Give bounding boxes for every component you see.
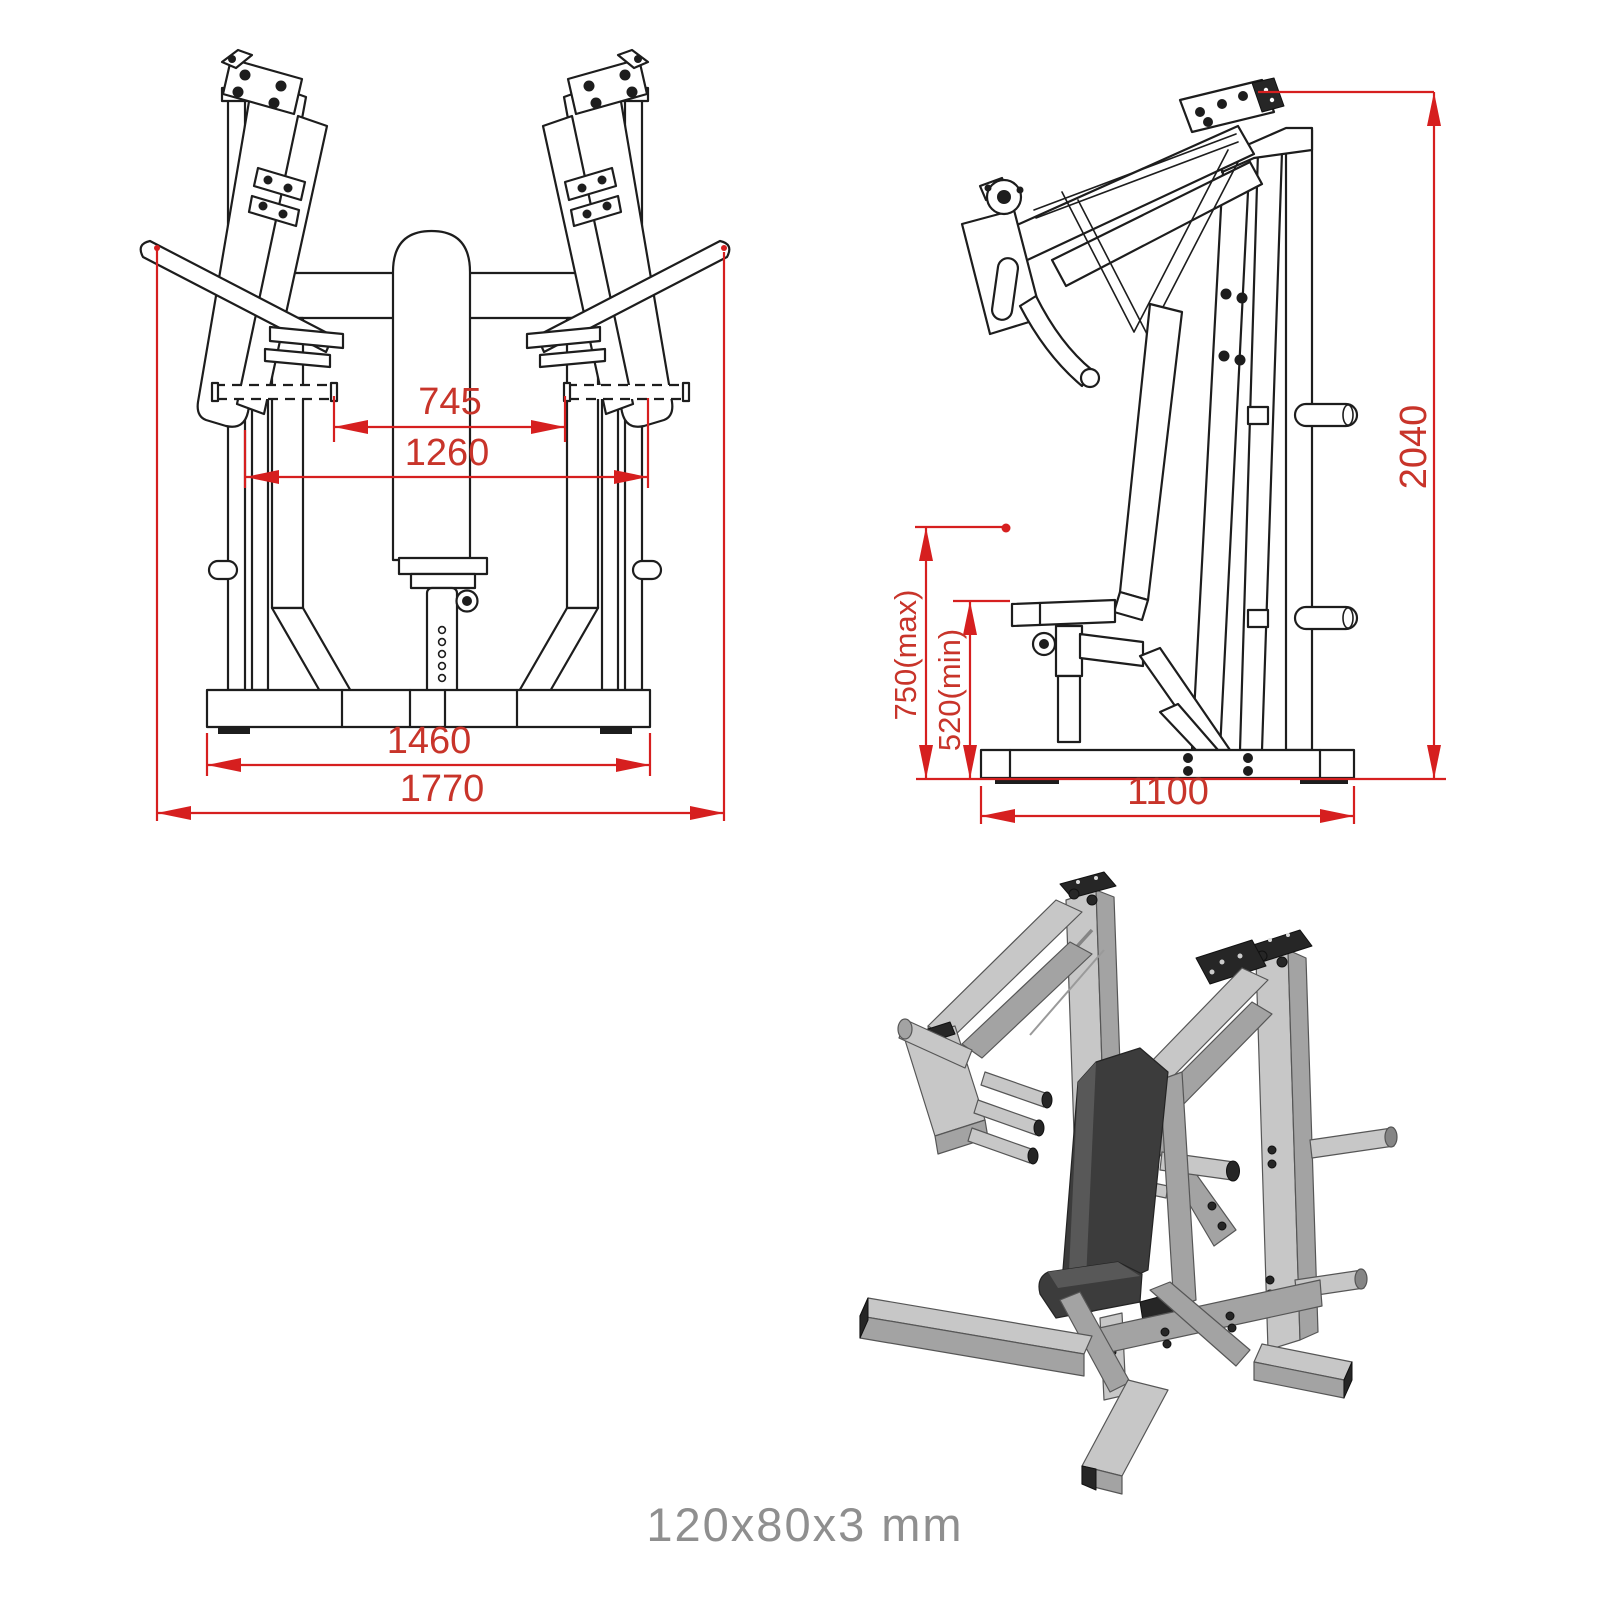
dim-label-750max: 750(max) — [888, 590, 923, 721]
dim-overall-width: 1770 — [154, 245, 727, 821]
side-press-arm — [960, 124, 1264, 389]
dim-label-2040: 2040 — [1393, 405, 1435, 490]
side-view: 2040 750(max) 520(min) 1100 — [888, 77, 1446, 824]
side-dimensions: 2040 750(max) 520(min) 1100 — [888, 90, 1446, 824]
side-weight-pegs — [1246, 402, 1359, 631]
iso-mid-column — [1159, 1071, 1197, 1309]
iso-left-arm — [897, 899, 1093, 1165]
side-back-pad — [1112, 302, 1184, 622]
dim-base-width: 1460 — [205, 720, 652, 776]
front-base — [205, 688, 652, 734]
dim-overall-height: 2040 — [1258, 90, 1441, 779]
dim-label-1260: 1260 — [405, 432, 490, 474]
side-handle — [1018, 294, 1094, 388]
front-right-arm-tower — [516, 48, 731, 695]
front-dashed-grip-bars — [210, 381, 691, 403]
dim-label-1770: 1770 — [400, 768, 485, 810]
front-dimensions: 745 1260 1460 1770 — [154, 245, 727, 821]
side-seat — [1010, 598, 1145, 744]
dim-label-745: 745 — [418, 381, 481, 423]
dim-label-520min: 520(min) — [932, 629, 967, 751]
front-seat-post — [425, 586, 479, 696]
dim-label-1100: 1100 — [1127, 771, 1209, 813]
dim-label-1460: 1460 — [387, 720, 472, 762]
isometric-view — [859, 871, 1398, 1495]
dim-base-depth: 1100 — [979, 771, 1356, 824]
dim-seat-height-min: 520(min) — [932, 599, 1010, 779]
front-pad-bracket-lower — [409, 572, 477, 590]
side-tower — [1190, 126, 1314, 752]
front-view: 745 1260 1460 1770 — [139, 48, 731, 821]
tube-size-caption: 120x80x3 mm — [646, 1498, 963, 1551]
dim-grip-inner-spacing: 745 — [332, 381, 567, 442]
iso-right-tower — [1249, 929, 1398, 1351]
iso-seat-sheen — [1048, 1262, 1140, 1288]
front-left-arm-tower — [139, 48, 354, 695]
side-base — [979, 646, 1356, 784]
iso-tie-rod-2 — [1029, 949, 1105, 1036]
iso-base — [859, 1279, 1353, 1495]
iso-weight-peg-upper — [1309, 1127, 1395, 1159]
iso-back-pad-edge — [1068, 1062, 1096, 1292]
front-pad-bracket — [397, 556, 489, 576]
side-top-plate — [1178, 77, 1285, 134]
dim-grip-height-max: 750(max) — [888, 523, 1011, 779]
side-view-machine — [960, 77, 1359, 784]
dim-arm-outer-spacing: 1260 — [243, 398, 650, 488]
